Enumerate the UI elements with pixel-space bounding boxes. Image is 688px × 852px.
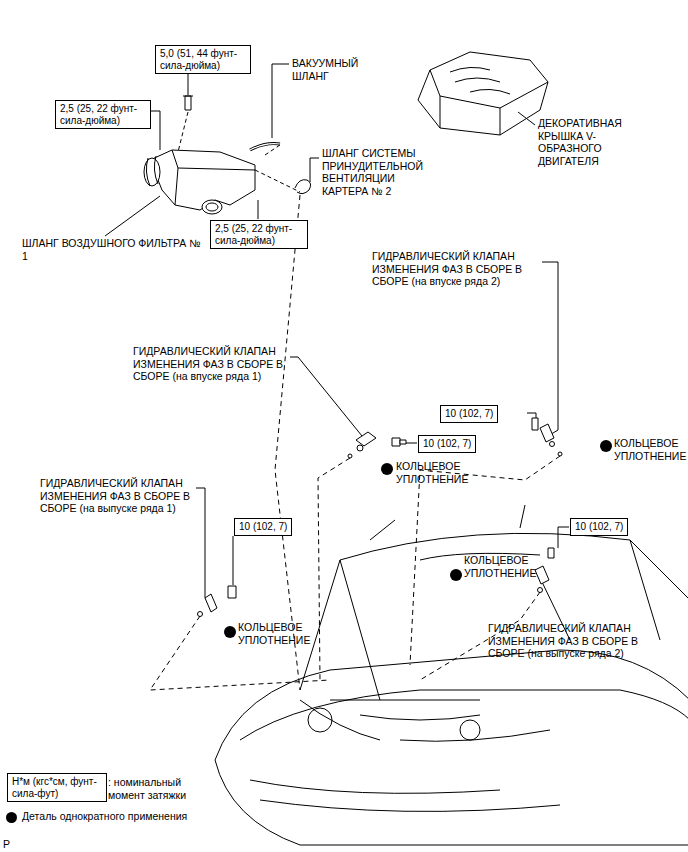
torque-value: 10 (102, 7) — [445, 408, 493, 420]
torque-box: 2,5 (25, 22 фунт-сила-дюйма) — [210, 220, 308, 249]
torque-box: 10 (102, 7) — [418, 435, 476, 453]
part-label: ВАКУУМНЫЙ ШЛАНГ — [292, 57, 372, 82]
torque-box: 2,5 (25, 22 фунт-сила-дюйма) — [55, 100, 151, 129]
torque-value: 2,5 (25, 22 фунт-сила-дюйма) — [215, 223, 303, 246]
torque-box: 10 (102, 7) — [440, 405, 498, 423]
torque-value: 10 (102, 7) — [239, 521, 287, 533]
part-label: ШЛАНГ СИСТЕМЫ ПРИНУДИТЕЛЬНОЙ ВЕНТИЛЯЦИИ … — [322, 147, 437, 197]
part-label: ШЛАНГ ВОЗДУШНОГО ФИЛЬТРА № 1 — [22, 237, 202, 262]
torque-value: 10 (102, 7) — [575, 521, 623, 533]
torque-box: 5,0 (51, 44 фунт-сила-дюйма) — [155, 45, 251, 74]
torque-value: 5,0 (51, 44 фунт-сила-дюйма) — [160, 48, 246, 71]
legend-torque-box: Н*м (кгс*см, фунт-сила-фут) — [7, 773, 107, 802]
torque-value: 2,5 (25, 22 фунт-сила-дюйма) — [60, 103, 146, 126]
part-label: КОЛЬЦЕВОЕ УПЛОТНЕНИЕ — [238, 621, 308, 646]
ocv-valves — [198, 418, 563, 617]
vehicle-outline — [215, 505, 688, 845]
part-label: КОЛЬЦЕВОЕ УПЛОТНЕНИЕ — [464, 554, 534, 579]
torque-box: 10 (102, 7) — [234, 518, 292, 536]
torque-value: 10 (102, 7) — [423, 438, 471, 450]
engine-cover — [418, 52, 548, 135]
single-use-dots — [224, 440, 612, 638]
part-label: КОЛЬЦЕВОЕ УПЛОТНЕНИЕ — [614, 437, 684, 462]
torque-box: 10 (102, 7) — [570, 518, 628, 536]
part-label: ГИДРАВЛИЧЕСКИЙ КЛАПАН ИЗМЕНЕНИЯ ФАЗ В СБ… — [372, 250, 540, 288]
torque-value: Н*м (кгс*см, фунт-сила-фут) — [12, 776, 102, 799]
part-label: ГИДРАВЛИЧЕСКИЙ КЛАПАН ИЗМЕНЕНИЯ ФАЗ В СБ… — [40, 477, 200, 515]
legend-text: : номинальный момент затяжки — [108, 776, 218, 801]
part-label: ГИДРАВЛИЧЕСКИЙ КЛАПАН ИЗМЕНЕНИЯ ФАЗ В СБ… — [133, 345, 293, 383]
legend-swatch — [6, 812, 17, 823]
air-filter-hose — [144, 150, 255, 214]
legend-text: Деталь однократного применения — [22, 810, 192, 823]
part-label: КОЛЬЦЕВОЕ УПЛОТНЕНИЕ — [396, 460, 466, 485]
part-label: ДЕКОРАТИВНАЯ КРЫШКА V-ОБРАЗНОГО ДВИГАТЕЛ… — [538, 117, 638, 167]
part-label: ГИДРАВЛИЧЕСКИЙ КЛАПАН ИЗМЕНЕНИЯ ФАЗ В СБ… — [488, 622, 656, 660]
page-mark: P — [3, 838, 23, 851]
